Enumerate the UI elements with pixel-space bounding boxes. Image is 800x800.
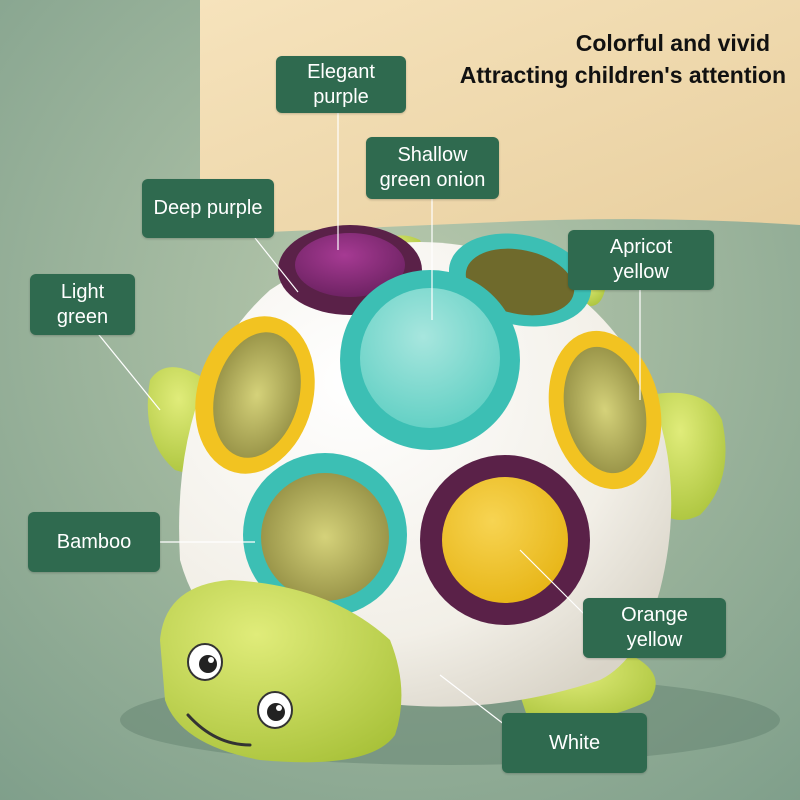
pop-shallow-green-onion[interactable] (340, 270, 520, 450)
label-shallow-green-onion: Shallow green onion (366, 137, 499, 199)
label-text: Orange (621, 604, 688, 626)
label-text: Deep purple (153, 197, 263, 219)
headline-line-2: Attracting children's attention (459, 62, 786, 88)
label-text: Bamboo (56, 530, 132, 553)
label-text: yellow (613, 261, 669, 283)
label-text: Apricot (609, 236, 673, 258)
turtle-head (160, 580, 402, 763)
label-text: Light (60, 280, 105, 303)
label-text: Shallow (397, 144, 468, 166)
turtle-eye-right (257, 691, 293, 729)
label-orange-yellow: Orange yellow (583, 598, 726, 658)
label-text: green (56, 305, 109, 328)
label-text: Elegant (307, 60, 375, 83)
turtle-smile (186, 713, 252, 747)
pop-orange-yellow[interactable] (420, 455, 590, 625)
label-light-green: Light green (30, 274, 135, 335)
hole-left-yellow[interactable] (178, 303, 331, 488)
label-text: yellow (626, 629, 683, 651)
label-text: green onion (379, 169, 486, 191)
label-apricot-yellow: Apricot yellow (568, 230, 714, 290)
hole-bottom-teal[interactable] (243, 453, 407, 617)
label-text: purple (313, 85, 369, 108)
label-elegant-purple: Elegant purple (276, 56, 406, 113)
turtle-eye-left (187, 643, 223, 681)
leader-white (439, 674, 506, 726)
hole-right-yellow[interactable] (535, 320, 676, 499)
leader-deep-purple (254, 237, 299, 293)
headline-line-1: Colorful and vivid (575, 30, 770, 56)
label-white: White (502, 713, 647, 773)
leader-orange-yellow (519, 549, 586, 616)
label-text: White (548, 731, 601, 754)
leader-light-green (94, 329, 161, 411)
label-deep-purple: Deep purple (142, 179, 274, 238)
label-bamboo: Bamboo (28, 512, 160, 572)
